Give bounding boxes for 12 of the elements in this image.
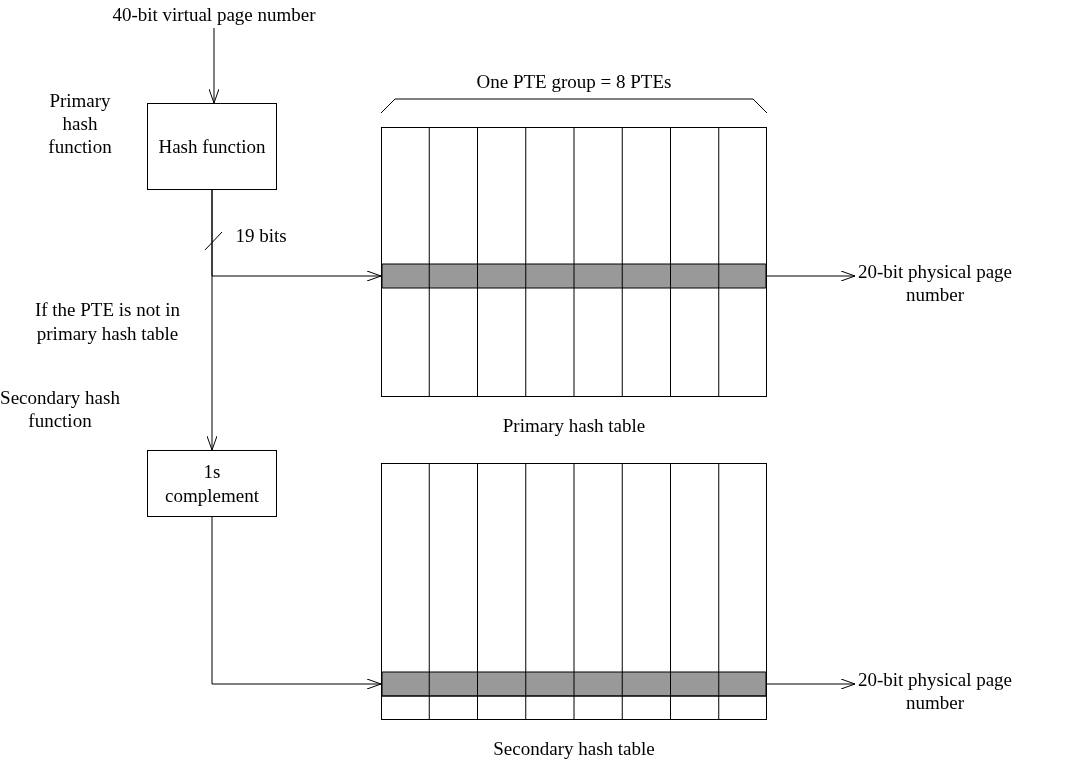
node-caption: Primary hash function: [47, 90, 113, 159]
arrow: [211, 516, 382, 690]
table-caption: Secondary hash table: [492, 738, 656, 760]
table-caption: Primary hash table: [501, 415, 647, 437]
arrow: [766, 678, 856, 690]
box-label: 1s complement: [164, 459, 260, 508]
node-caption: Secondary hash function: [0, 387, 120, 433]
group-label: One PTE group = 8 PTEs: [475, 71, 673, 94]
arrow: [206, 189, 218, 451]
box-label: Hash function: [157, 134, 267, 159]
arrow: [766, 270, 856, 282]
arrow: [208, 27, 220, 104]
